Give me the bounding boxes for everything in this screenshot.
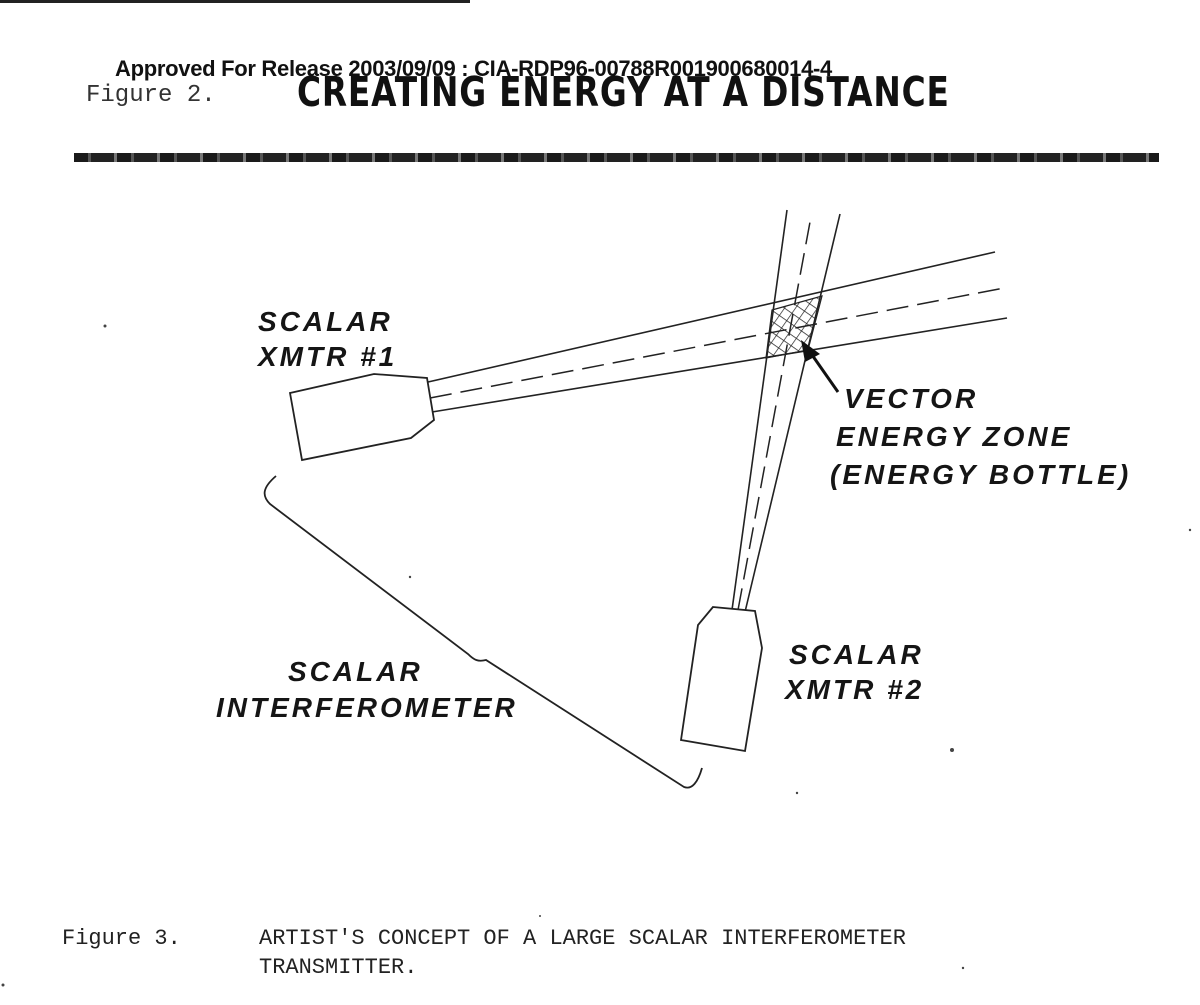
caption-text-line1: ARTIST'S CONCEPT OF A LARGE SCALAR INTER… [259, 926, 906, 951]
zone-pointer-arrow [801, 340, 840, 393]
energy-zone-label: VECTOR ENERGY ZONE (ENERGY BOTTLE) [830, 380, 1131, 494]
transmitter-2-label: SCALAR XMTR #2 [785, 637, 924, 707]
transmitter-2 [679, 606, 763, 753]
interferometer-label-line1: SCALAR [288, 656, 423, 687]
transmitter-1-label: SCALAR XMTR #1 [258, 304, 397, 374]
page-title: CREATING ENERGY AT A DISTANCE [297, 68, 950, 116]
caption-text-line2: TRANSMITTER. [259, 955, 418, 980]
transmitter-1-label-line2: XMTR #1 [258, 341, 398, 372]
transmitter-1-label-line1: SCALAR [258, 306, 393, 337]
figure3-caption: Figure 3. ARTIST'S CONCEPT OF A LARGE SCA… [62, 924, 906, 982]
energy-zone-label-line2: ENERGY ZONE [836, 421, 1073, 452]
scan-specks [1, 324, 1192, 987]
interferometer-label: SCALAR INTERFEROMETER [216, 654, 518, 726]
divider-rule [74, 153, 1159, 162]
transmitter-2-label-line1: SCALAR [789, 639, 924, 670]
energy-zone-label-line3: (ENERGY BOTTLE) [830, 459, 1132, 490]
caption-line1: Figure 3. ARTIST'S CONCEPT OF A LARGE SCA… [62, 924, 906, 953]
beam-2 [731, 209, 841, 613]
figure2-label: Figure 2. [86, 82, 216, 109]
transmitter-2-label-line2: XMTR #2 [785, 674, 925, 705]
interferometer-bracket [263, 475, 703, 789]
energy-zone-label-line1: VECTOR [844, 383, 979, 414]
caption-figure-number: Figure 3. [62, 926, 181, 951]
interferometer-label-line2: INTERFEROMETER [216, 692, 518, 723]
release-stamp: Approved For Release 2003/09/09 : CIA-RD… [115, 56, 832, 81]
scan-top-edge [0, 0, 470, 3]
beam-1 [427, 251, 1008, 413]
transmitter-1 [288, 373, 435, 462]
